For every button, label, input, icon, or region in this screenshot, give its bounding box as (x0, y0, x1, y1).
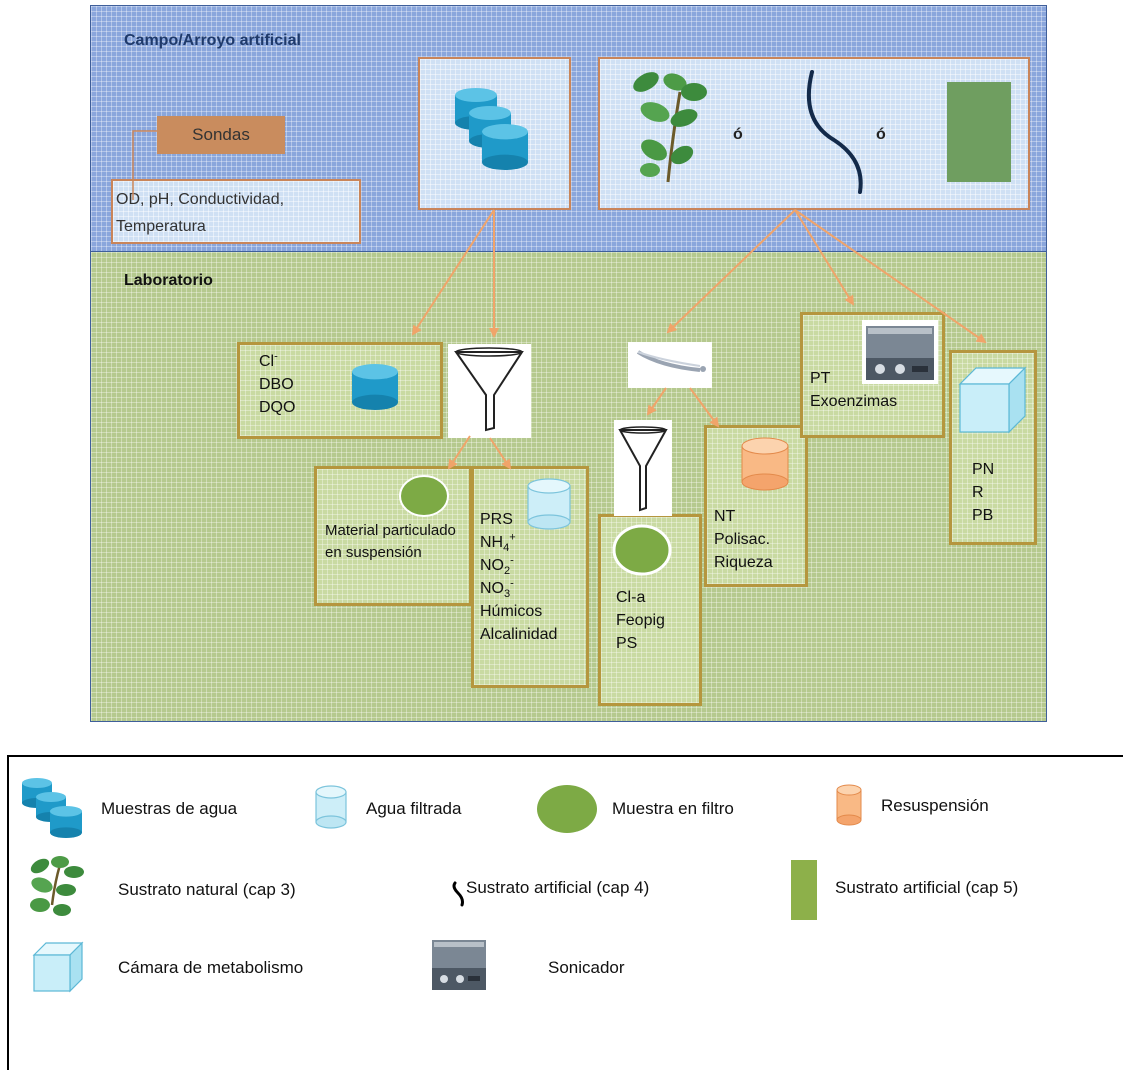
param-pb: PB (972, 507, 994, 524)
param-r: R (972, 484, 984, 501)
particulate-filter-icon (399, 475, 449, 517)
box-cl-dbo-dqo-text: Cl- DBO DQO (259, 350, 295, 419)
scraper-icon (628, 342, 712, 388)
param-dbo: DBO (259, 376, 294, 393)
param-no2: NO2- (480, 554, 514, 578)
param-no3: NO3- (480, 577, 514, 601)
legend-metabolism-chamber-label: Cámara de metabolismo (118, 958, 304, 977)
arrow-substrate-to-scraper (666, 209, 796, 334)
arrow-substrate-to-chamber (794, 209, 987, 344)
or-text-2: ó (876, 126, 886, 143)
param-humicos: Húmicos (480, 603, 543, 620)
legend-filtered-water-label: Agua filtrada (366, 799, 462, 818)
natural-substrate-plant-icon (633, 72, 707, 183)
legend-artificial-substrate-4-icon (452, 881, 464, 907)
legend-resuspension-label: Resuspensión (881, 796, 989, 815)
param-dqo: DQO (259, 399, 296, 416)
param-cl: Cl- (259, 350, 278, 370)
field-zone-title: Campo/Arroyo artificial (124, 32, 301, 49)
box-chamber-text: PN R PB (972, 458, 994, 527)
arrow-water-to-cl (411, 209, 495, 336)
param-alcalinidad: Alcalinidad (480, 626, 558, 643)
legend-filter-sample-icon (537, 785, 597, 833)
probes-label: Sondas (192, 125, 250, 144)
chlorophyll-filter-icon (612, 524, 672, 576)
param-pt: PT (810, 370, 831, 387)
param-prs: PRS (480, 511, 513, 528)
param-nh4: NH4+ (480, 531, 516, 555)
funnel-icon-water (448, 344, 531, 438)
legend-metabolism-chamber-icon (32, 941, 84, 993)
sonicator-icon (862, 320, 938, 384)
param-ps: PS (616, 635, 638, 652)
legend-natural-substrate-icon (30, 856, 84, 916)
probes-params-box (111, 179, 361, 244)
box-particulate-text: Material particulado en suspensión (325, 522, 456, 561)
param-riqueza: Riqueza (714, 554, 773, 571)
legend-artificial-substrate-5-label: Sustrato artificial (cap 5) (835, 878, 1019, 897)
legend-artificial-substrate-5-icon (791, 860, 817, 920)
legend-filtered-water-icon (315, 785, 347, 829)
arrow-substrate-to-sonicator (794, 209, 855, 306)
probes-box (157, 116, 285, 154)
arrow-scraper-to-funnel (646, 387, 667, 416)
funnel-icon-biofilm (614, 420, 672, 516)
probe-connector (132, 130, 157, 200)
param-nt: NT (714, 508, 736, 525)
param-polisac: Polisac. (714, 531, 771, 548)
legend-sonicator-icon (432, 940, 486, 990)
arrow-funnel-to-filtered (489, 437, 512, 470)
legend-sonicator-label: Sonicador (548, 958, 625, 977)
box-filtered-water-text: PRS NH4+ NO2- NO3- Húmicos Alcalinidad (480, 508, 557, 646)
box-chlorophyll-text: Cl-a Feopig PS (616, 586, 665, 655)
filtered-water-cylinder-icon (527, 478, 571, 530)
param-pn: PN (972, 461, 995, 478)
legend-water-samples-icon (22, 778, 82, 838)
probes-params-text: OD, pH, Conductividad, Temperatura (116, 191, 285, 235)
legend-resuspension-icon (836, 784, 862, 826)
legend-artificial-substrate-4-label: Sustrato artificial (cap 4) (466, 878, 650, 897)
legend-natural-substrate-label: Sustrato natural (cap 3) (118, 880, 296, 899)
param-exoenzimas: Exoenzimas (810, 393, 898, 410)
lab-zone-title: Laboratorio (124, 272, 213, 289)
resuspension-cylinder-icon (741, 437, 789, 491)
or-text-1: ó (733, 126, 743, 143)
param-cla: Cl-a (616, 589, 646, 606)
arrow-funnel-to-particulate (447, 435, 471, 470)
param-feopig: Feopig (616, 612, 665, 629)
artificial-substrate-curve-icon (806, 70, 863, 194)
arrow-scraper-to-resuspension (689, 387, 720, 428)
box-resuspension-text: NT Polisac. Riqueza (714, 505, 773, 574)
artificial-substrate-rect-icon (947, 82, 1011, 182)
legend-filter-sample-label: Muestra en filtro (612, 799, 734, 818)
metabolism-chamber-icon (958, 366, 1027, 434)
box-sonicator-text: PT Exoenzimas (810, 367, 897, 413)
box-cl-dbo-dqo (237, 342, 443, 439)
legend-water-samples-label: Muestras de agua (101, 799, 238, 818)
